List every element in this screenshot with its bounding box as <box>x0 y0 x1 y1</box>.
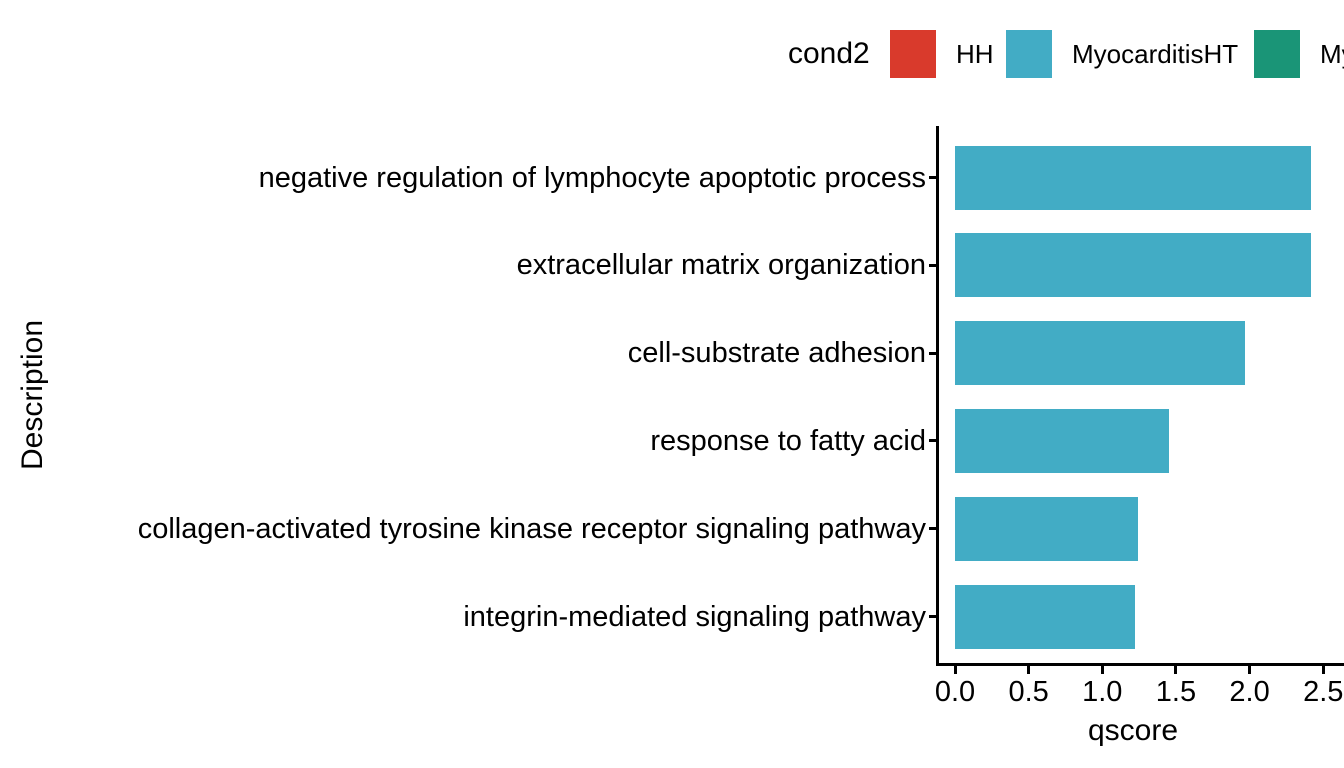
legend-item: MyocarditisHT <box>1006 30 1238 78</box>
x-tick <box>1027 666 1031 674</box>
legend-title: cond2 <box>788 37 870 70</box>
x-axis-line <box>936 663 1344 666</box>
legend-label: HH <box>956 38 994 69</box>
bar <box>955 321 1245 386</box>
legend-label: My <box>1320 38 1344 69</box>
y-tick <box>929 176 937 179</box>
x-tick-label: 1.0 <box>1082 676 1123 708</box>
y-tick <box>929 527 937 531</box>
bar <box>955 584 1135 649</box>
bar <box>955 233 1311 298</box>
legend-swatch <box>1254 30 1300 78</box>
x-tick-label: 0.0 <box>934 676 976 708</box>
category-label: collagen-activated tyrosine kinase recep… <box>137 512 926 545</box>
x-tick <box>1248 666 1252 674</box>
bar <box>955 145 1311 210</box>
category-label: extracellular matrix organization <box>516 249 926 282</box>
x-tick <box>953 666 957 674</box>
x-tick-label: 2.0 <box>1229 676 1270 708</box>
y-tick <box>929 351 937 355</box>
legend-item: HH <box>890 30 994 78</box>
legend-swatch <box>890 30 936 78</box>
x-tick <box>1321 666 1325 674</box>
legend-label: MyocarditisHT <box>1072 38 1239 69</box>
x-tick-label: 2.5 <box>1303 676 1344 708</box>
x-axis-title: qscore <box>1087 714 1179 747</box>
category-label: integrin-mediated signaling pathway <box>463 600 926 633</box>
y-tick <box>929 615 937 618</box>
bar <box>955 496 1138 561</box>
x-tick <box>1174 666 1178 674</box>
bar <box>955 408 1169 473</box>
y-axis-line <box>936 126 939 666</box>
x-tick-label: 0.5 <box>1008 676 1049 708</box>
y-tick <box>929 439 937 443</box>
legend-item: My <box>1254 30 1344 78</box>
category-label: response to fatty acid <box>650 424 926 457</box>
x-tick <box>1100 666 1104 674</box>
category-label: cell-substrate adhesion <box>627 337 926 370</box>
legend-swatch <box>1006 30 1052 78</box>
y-tick <box>929 263 937 267</box>
x-tick-label: 1.5 <box>1155 676 1197 708</box>
category-label: negative regulation of lymphocyte apopto… <box>258 161 926 194</box>
